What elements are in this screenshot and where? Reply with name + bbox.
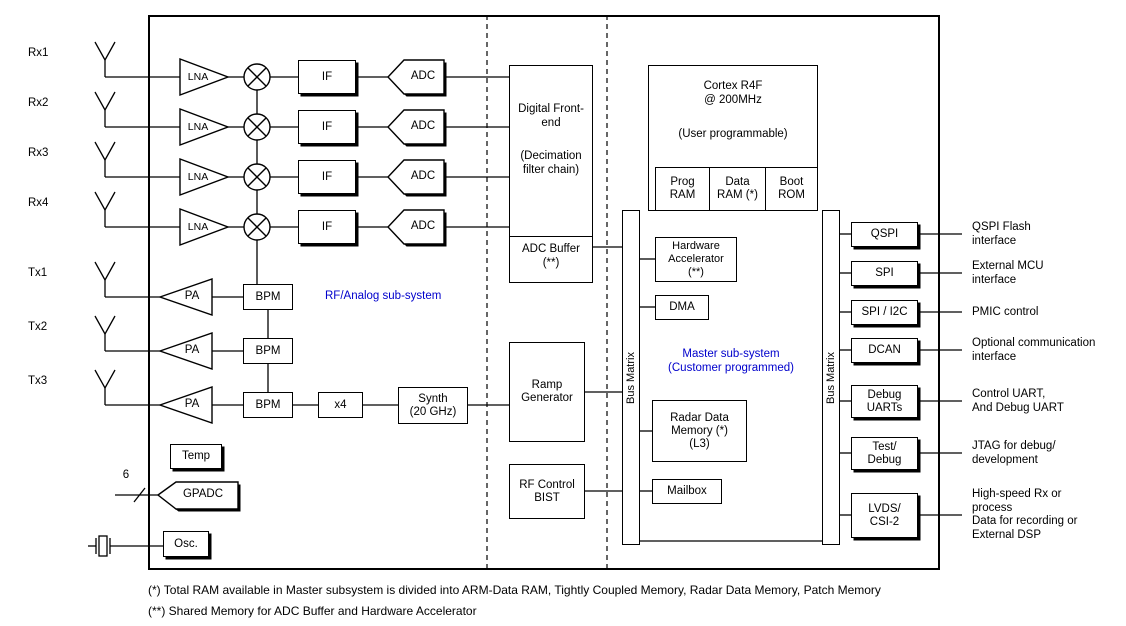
dcan-box: DCAN bbox=[851, 338, 918, 363]
dcan-description: Optional communication interface bbox=[972, 337, 1096, 363]
tx2-label: Tx2 bbox=[28, 321, 48, 333]
cortex-title: Cortex R4F @ 200MHz bbox=[703, 80, 763, 106]
lna-label-rx3: LNA bbox=[187, 171, 209, 183]
rf-analog-subsystem-caption: RF/Analog sub-system bbox=[325, 290, 442, 302]
footnote-shared-memory: (**) Shared Memory for ADC Buffer and Ha… bbox=[148, 604, 477, 618]
pa-label-tx2: PA bbox=[184, 344, 200, 356]
spi-box: SPI bbox=[851, 261, 918, 286]
rx3-label: Rx3 bbox=[28, 147, 49, 159]
bpm-box-tx3: BPM bbox=[243, 392, 293, 418]
multiplier-x4-box: x4 bbox=[318, 392, 363, 418]
temp-sensor-box: Temp bbox=[170, 444, 222, 469]
if-box-rx4: IF bbox=[298, 210, 356, 244]
rx2-antenna-icon bbox=[94, 91, 116, 112]
digital-front-end-subtitle: (Decimation filter chain) bbox=[520, 150, 582, 176]
pa-triangle-tx3 bbox=[157, 386, 213, 424]
lna-label-rx1: LNA bbox=[187, 71, 209, 83]
bus-matrix-left: Bus Matrix bbox=[622, 210, 640, 545]
if-box-rx2: IF bbox=[298, 110, 356, 144]
adc-label-rx4: ADC bbox=[410, 220, 436, 232]
spi-i2c-description: PMIC control bbox=[972, 306, 1039, 318]
lna-triangle-rx4 bbox=[179, 207, 230, 247]
pa-triangle-tx1 bbox=[157, 278, 213, 316]
chip-boundary bbox=[148, 15, 940, 570]
adc-shape-rx2 bbox=[387, 109, 447, 147]
mixer-rx3 bbox=[243, 163, 271, 191]
adc-buffer-label: ADC Buffer (**) bbox=[522, 243, 580, 269]
lna-triangle-rx2 bbox=[179, 107, 230, 147]
master-subsystem-caption: Master sub-system (Customer programmed) bbox=[668, 348, 794, 374]
adc-shape-rx3 bbox=[387, 159, 447, 197]
lvds-csi2-box: LVDS/ CSI-2 bbox=[851, 493, 918, 538]
gpadc-label: GPADC bbox=[182, 488, 224, 500]
gpadc-bus-width-label: 6 bbox=[122, 469, 130, 481]
mixer-rx1 bbox=[243, 63, 271, 91]
mailbox-box: Mailbox bbox=[652, 479, 722, 504]
test-debug-box: Test/ Debug bbox=[851, 437, 918, 470]
spi-i2c-box: SPI / I2C bbox=[851, 300, 918, 325]
rx4-antenna-icon bbox=[94, 191, 116, 212]
qspi-description: QSPI Flash interface bbox=[972, 221, 1031, 247]
rx4-label: Rx4 bbox=[28, 197, 49, 209]
rx3-antenna-icon bbox=[94, 141, 116, 162]
lna-triangle-rx1 bbox=[179, 57, 230, 97]
lvds-csi2-description: High-speed Rx or process Data for record… bbox=[972, 488, 1078, 541]
adc-shape-rx4 bbox=[387, 209, 447, 247]
radar-data-memory-box: Radar Data Memory (*) (L3) bbox=[652, 400, 747, 462]
tx1-antenna-icon bbox=[94, 261, 116, 282]
bus-matrix-right-label: Bus Matrix bbox=[825, 351, 837, 404]
bpm-box-tx1: BPM bbox=[243, 284, 293, 310]
section-divider-dashed bbox=[486, 15, 608, 570]
gpadc-shape bbox=[156, 481, 241, 512]
lna-label-rx2: LNA bbox=[187, 121, 209, 133]
bus-matrix-right: Bus Matrix bbox=[822, 210, 840, 545]
adc-buffer-divider bbox=[510, 236, 592, 237]
adc-label-rx1: ADC bbox=[410, 70, 436, 82]
footnote-ram: (*) Total RAM available in Master subsys… bbox=[148, 583, 881, 597]
rf-control-bist-box: RF Control BIST bbox=[509, 464, 585, 519]
rx2-label: Rx2 bbox=[28, 97, 49, 109]
pa-label-tx3: PA bbox=[184, 398, 200, 410]
ramp-generator-box: Ramp Generator bbox=[509, 342, 585, 442]
pa-label-tx1: PA bbox=[184, 290, 200, 302]
tx3-label: Tx3 bbox=[28, 375, 48, 387]
boot-rom-box: Boot ROM bbox=[765, 167, 818, 211]
mixer-rx2 bbox=[243, 113, 271, 141]
bpm-box-tx2: BPM bbox=[243, 338, 293, 364]
adc-label-rx3: ADC bbox=[410, 170, 436, 182]
bus-matrix-left-label: Bus Matrix bbox=[625, 351, 637, 404]
cortex-subtitle: (User programmable) bbox=[678, 128, 788, 140]
tx3-antenna-icon bbox=[94, 369, 116, 390]
dma-box: DMA bbox=[655, 295, 709, 320]
hardware-accelerator-box: Hardware Accelerator (**) bbox=[655, 237, 737, 282]
debug-uarts-box: Debug UARTs bbox=[851, 385, 918, 418]
rx1-antenna-icon bbox=[94, 41, 116, 62]
adc-label-rx2: ADC bbox=[410, 120, 436, 132]
spi-description: External MCU interface bbox=[972, 260, 1044, 286]
prog-ram-box: Prog RAM bbox=[655, 167, 710, 211]
mixer-rx4 bbox=[243, 213, 271, 241]
synth-box: Synth (20 GHz) bbox=[398, 387, 468, 424]
tx1-label: Tx1 bbox=[28, 267, 48, 279]
crystal-icon bbox=[95, 535, 111, 557]
test-debug-description: JTAG for debug/ development bbox=[972, 440, 1056, 466]
connector-lines bbox=[88, 60, 962, 547]
if-box-rx3: IF bbox=[298, 160, 356, 194]
adc-shape-rx1 bbox=[387, 59, 447, 97]
lna-triangle-rx3 bbox=[179, 157, 230, 197]
data-ram-box: Data RAM (*) bbox=[709, 167, 766, 211]
lna-label-rx4: LNA bbox=[187, 221, 209, 233]
rx1-label: Rx1 bbox=[28, 47, 49, 59]
osc-box: Osc. bbox=[163, 531, 209, 557]
qspi-box: QSPI bbox=[851, 222, 918, 247]
digital-front-end-box bbox=[509, 65, 593, 283]
debug-uarts-description: Control UART, And Debug UART bbox=[972, 388, 1064, 414]
pa-triangle-tx2 bbox=[157, 332, 213, 370]
if-box-rx1: IF bbox=[298, 60, 356, 94]
digital-front-end-title: Digital Front- end bbox=[518, 103, 584, 129]
tx2-antenna-icon bbox=[94, 315, 116, 336]
